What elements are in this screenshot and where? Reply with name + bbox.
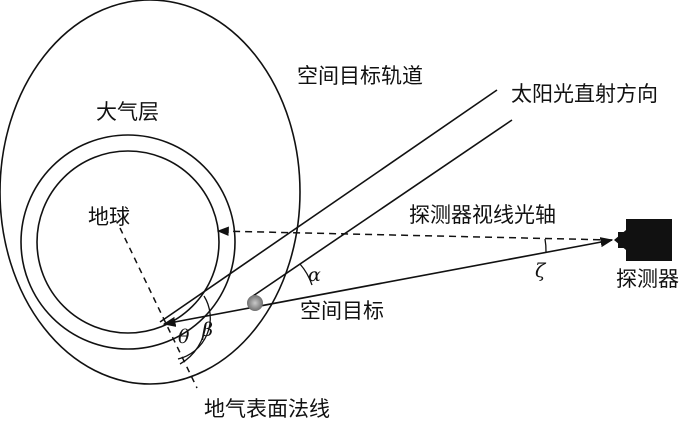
alpha-angle-arc xyxy=(299,263,313,286)
zeta-angle-arc xyxy=(544,238,547,253)
zeta-angle-label: ζ xyxy=(535,260,547,282)
detector-label: 探测器 xyxy=(616,267,679,291)
surface-normal-label: 地气表面法线 xyxy=(204,397,330,421)
theta-angle-label: θ xyxy=(178,326,190,348)
surface-normal-line xyxy=(119,227,198,389)
detector-line-of-sight xyxy=(162,237,614,327)
sensor-axis-label: 探测器视线光轴 xyxy=(409,203,556,227)
space-target-marker xyxy=(247,295,263,311)
sun-direction-label: 太阳光直射方向 xyxy=(511,82,658,106)
atmosphere-label: 大气层 xyxy=(96,100,159,124)
space-target-label: 空间目标 xyxy=(300,299,384,323)
detector-camera-icon xyxy=(614,219,672,261)
space-target-orbit xyxy=(0,0,301,385)
earth-circle xyxy=(36,150,220,334)
earth-label: 地球 xyxy=(88,205,130,229)
theta-angle-arc xyxy=(177,295,211,360)
sensor-optical-axis xyxy=(216,226,613,241)
orbit-label: 空间目标轨道 xyxy=(297,64,423,88)
beta-angle-label: β xyxy=(201,319,213,341)
beta-angle-arc xyxy=(179,322,207,365)
alpha-angle-label: α xyxy=(308,264,321,286)
